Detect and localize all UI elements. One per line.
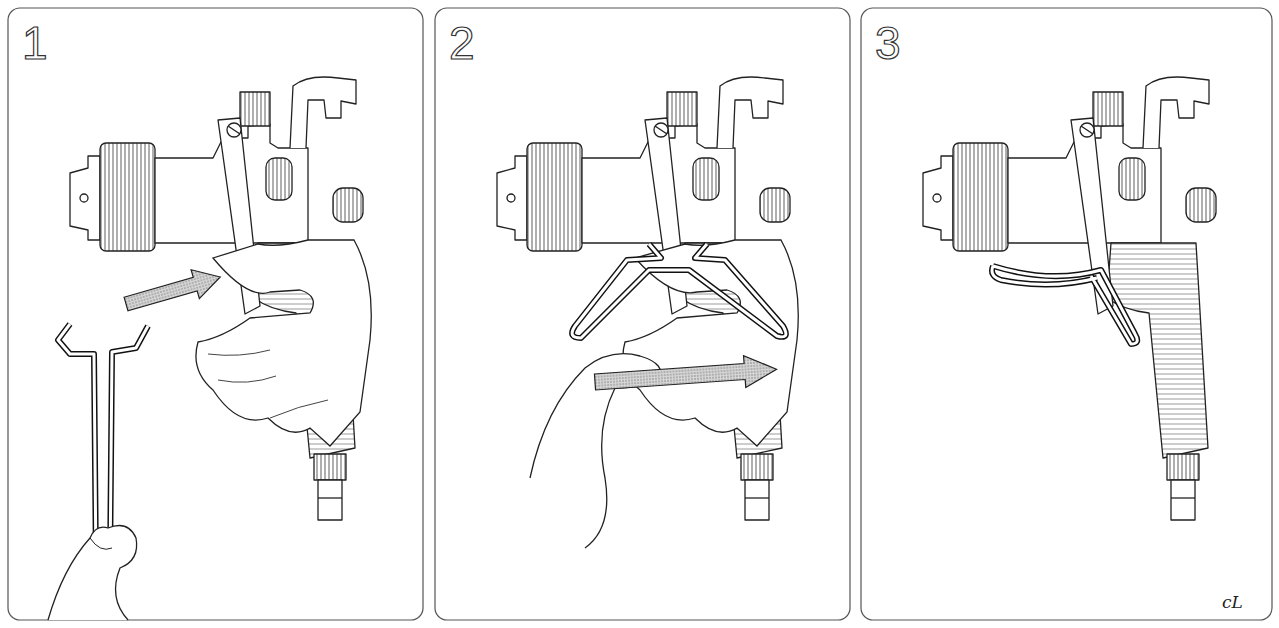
step-one-illustration	[196, 240, 371, 446]
step-number: 2	[449, 20, 475, 66]
step-two-illustration	[572, 244, 786, 338]
step-number: 3	[875, 20, 901, 66]
step-one-illustration	[208, 350, 328, 418]
panel-frame	[861, 8, 1272, 620]
step-one-illustration	[122, 263, 224, 319]
panel-frame	[8, 8, 423, 620]
step-one-illustration	[48, 77, 371, 620]
step-three-illustration	[992, 266, 1137, 344]
step-three-illustration	[992, 266, 1137, 344]
step-one-illustration	[48, 526, 137, 620]
step-number: 1	[22, 20, 48, 66]
step-two-illustration	[594, 353, 778, 398]
step-one-illustration	[90, 538, 112, 549]
step-two-illustration	[572, 244, 786, 338]
panel-frame	[435, 8, 850, 620]
step-three-illustration	[923, 77, 1216, 520]
step-two-illustration	[497, 77, 798, 548]
panel-frame	[8, 8, 1272, 620]
step-three-illustration	[923, 77, 1216, 520]
artist-signature: cL	[1222, 594, 1243, 611]
